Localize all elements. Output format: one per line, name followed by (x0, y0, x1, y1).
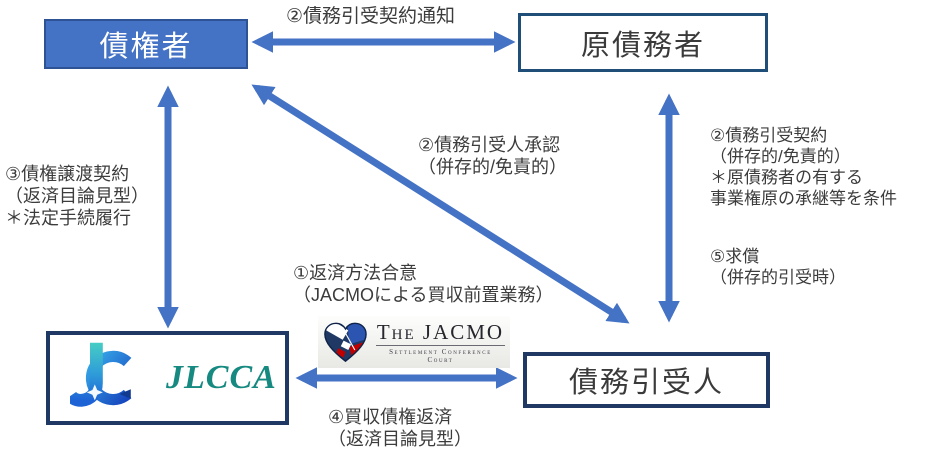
node-original-debtor-label: 原債務者 (580, 29, 705, 62)
label-debt-assumer-approval: ②債務引受人承認 （併存的/免責的） (418, 135, 568, 177)
label-assumption-contract-notice: ②債務引受契約通知 (286, 6, 456, 27)
node-jlcca-label: JLCCA (166, 359, 277, 396)
label-purchased-claim-repayment: ④買収債権返済 （返済目論見型） (328, 407, 472, 449)
label-debt-assumption-contract: ②債務引受契約 （併存的/免責的） ＊原債務者の有する 事業権原の承継等を条件 (710, 126, 897, 208)
jlcca-logo-icon (70, 342, 132, 407)
node-creditor: 債権者 (44, 19, 248, 69)
label-recourse: ⑤求償 （併存的引受時） (710, 247, 846, 287)
node-debt-assumer-label: 債務引受人 (568, 367, 724, 399)
arrow-creditor-debt-assumer-diagonal (251, 84, 630, 324)
jacmo-subtitle: Settlement Conference Court (375, 345, 505, 364)
node-debt-assumer: 債務引受人 (523, 352, 770, 408)
jacmo-logo: The JACMO Settlement Conference Court (318, 316, 510, 368)
node-original-debtor: 原債務者 (518, 13, 768, 72)
node-jlcca: JLCCA (46, 331, 289, 425)
label-claim-assignment-contract: ③債権譲渡契約 （返済目論見型） ＊法定手続履行 (5, 164, 149, 228)
jacmo-logo-text: The JACMO Settlement Conference Court (375, 320, 505, 364)
jacmo-heart-icon (324, 322, 367, 362)
label-repayment-method-agreement: ①返済方法合意 （JACMOによる買収前置業務） (293, 263, 554, 305)
jacmo-title: The JACMO (376, 320, 505, 344)
node-creditor-label: 債権者 (99, 31, 193, 63)
